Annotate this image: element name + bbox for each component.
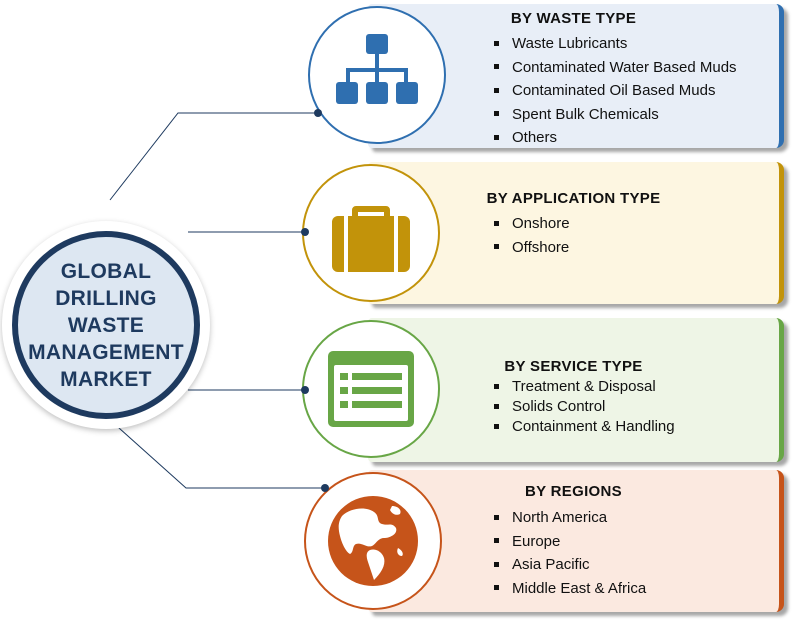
item-list: North America Europe Asia Pacific Middle…	[368, 506, 779, 600]
list-item: Onshore	[492, 212, 779, 236]
hierarchy-icon	[336, 34, 418, 104]
list-item: Contaminated Oil Based Muds	[492, 79, 779, 103]
connector-dot-service	[301, 386, 309, 394]
application-type-icon-circle	[302, 164, 440, 302]
panel-title: BY WASTE TYPE	[510, 10, 637, 27]
panel-title: BY APPLICATION TYPE	[486, 190, 661, 207]
item-list: Waste Lubricants Contaminated Water Base…	[368, 32, 779, 150]
panel-title: BY SERVICE TYPE	[504, 358, 643, 375]
connector-dot-waste	[314, 109, 322, 117]
globe-icon	[328, 496, 418, 586]
connector-waste	[109, 112, 318, 201]
panel-title: BY REGIONS	[525, 483, 622, 500]
list-item: Contaminated Water Based Muds	[492, 56, 779, 80]
list-item: Treatment & Disposal	[492, 377, 779, 397]
regions-icon-circle	[304, 472, 442, 610]
list-item: Solids Control	[492, 397, 779, 417]
item-list: Treatment & Disposal Solids Control Cont…	[368, 377, 779, 437]
list-item: Offshore	[492, 236, 779, 260]
list-window-icon	[328, 351, 414, 427]
list-item: Asia Pacific	[492, 553, 779, 577]
list-item: Others	[492, 126, 779, 150]
list-item: North America	[492, 506, 779, 530]
connector-dot-regions	[321, 484, 329, 492]
hub-title: GLOBAL DRILLING WASTE MANAGEMENT MARKET	[28, 259, 184, 391]
list-item: Middle East & Africa	[492, 577, 779, 601]
list-item: Waste Lubricants	[492, 32, 779, 56]
connector-dot-application	[301, 228, 309, 236]
waste-type-icon-circle	[308, 6, 446, 144]
list-item: Spent Bulk Chemicals	[492, 103, 779, 127]
service-type-icon-circle	[302, 320, 440, 458]
briefcase-icon	[332, 206, 410, 272]
list-item: Containment & Handling	[492, 417, 779, 437]
connector-regions	[109, 419, 325, 489]
item-list: Onshore Offshore	[368, 212, 779, 259]
central-hub: GLOBAL DRILLING WASTE MANAGEMENT MARKET	[2, 221, 210, 429]
hub-circle: GLOBAL DRILLING WASTE MANAGEMENT MARKET	[12, 231, 200, 419]
list-item: Europe	[492, 530, 779, 554]
